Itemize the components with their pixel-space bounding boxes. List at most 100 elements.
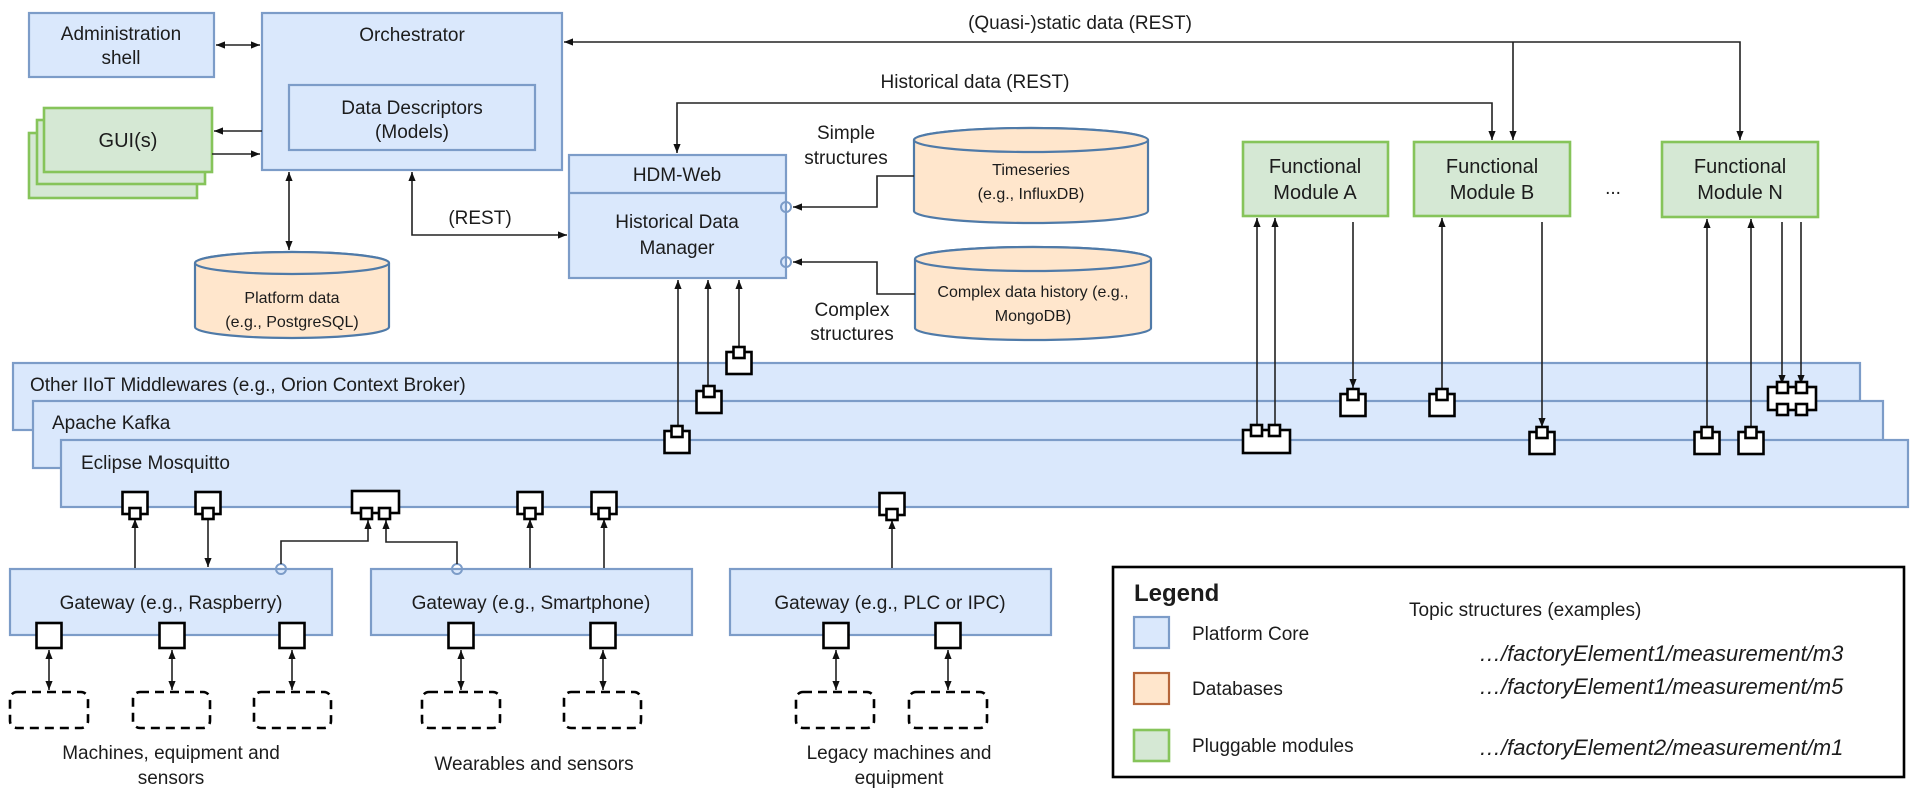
gateway-smartphone-label: Gateway (e.g., Smartphone) (412, 593, 651, 614)
devices-machines-caption-line1: Machines, equipment and (62, 743, 280, 764)
devices-wearables-caption: Wearables and sensors (434, 754, 633, 775)
legend-topic-path-m5: …/factoryElement1/measurement/m5 (1479, 674, 1844, 699)
gui-box-front (42, 106, 214, 174)
hdm-label-line1: Historical Data (615, 212, 739, 233)
hdm-web-label: HDM-Web (633, 165, 721, 186)
simple-structures-label-line2: structures (804, 148, 887, 169)
hdm-interface-simple (780, 201, 792, 213)
platform-db-label-line2: (e.g., PostgreSQL) (225, 314, 358, 331)
gateway-smartphone-box (369, 567, 694, 637)
gateway-port-plc-device-1 (822, 621, 850, 650)
gateway-port-smartphone-device-1 (447, 621, 475, 650)
legend-title: Legend (1134, 580, 1219, 607)
topic-icon-raspberry-publish (121, 490, 149, 521)
connectors (131, 38, 1805, 568)
middleware-kafka-label: Apache Kafka (52, 413, 171, 434)
arrow-historical-data (673, 102, 1496, 153)
complex-data-cylinder (913, 245, 1153, 342)
topic-icon-raspberry-subscribe (194, 490, 222, 521)
topic-icon-module-a-out (1339, 387, 1367, 418)
topic-icon-module-n-in-1 (1693, 425, 1721, 456)
gui-stack (27, 106, 214, 200)
rest-label: (REST) (448, 208, 511, 229)
devices-legacy-caption-line1: Legacy machines and (807, 743, 992, 764)
timeseries-label-line1: Timeseries (992, 162, 1070, 179)
administration-shell-box (27, 11, 216, 79)
hdm-interface-complex (780, 256, 792, 268)
topic-icon-hdm-mosquitto (663, 424, 691, 455)
functional-module-n-line1: Functional (1694, 156, 1786, 178)
quasi-static-label: (Quasi-)static data (REST) (968, 13, 1192, 34)
admin-shell-label-line2: shell (101, 48, 140, 69)
data-descriptors-label-line1: Data Descriptors (341, 98, 483, 119)
platform-data-cylinder (193, 250, 391, 340)
legend-label-databases: Databases (1192, 679, 1283, 700)
functional-module-a-line2: Module A (1273, 182, 1357, 204)
historical-data-label: Historical data (REST) (881, 72, 1070, 93)
functional-module-b-line1: Functional (1446, 156, 1538, 178)
legend-swatch-databases (1132, 671, 1171, 706)
functional-module-b-box (1412, 140, 1572, 218)
complex-structures-label-line2: structures (810, 324, 893, 345)
device-box-plc-device-1 (794, 690, 876, 730)
legend-swatch-platform-core (1132, 615, 1171, 650)
device-box-raspberry-device-2 (131, 690, 212, 730)
admin-shell-label-line1: Administration (61, 24, 181, 45)
topic-icon-smartphone-publish-1 (516, 490, 544, 521)
gateway-port-raspberry-device-1 (35, 621, 63, 650)
modules-ellipsis: ... (1605, 178, 1621, 199)
platform-db-label-line1: Platform data (244, 290, 339, 307)
gateway-port-smartphone-device-2 (589, 621, 617, 650)
topic-icon-hdm-middleware (725, 345, 753, 376)
legend-swatch-pluggable-modules (1132, 728, 1171, 763)
gateway-port-raspberry-device-2 (158, 621, 186, 650)
topic-icon-module-b-in (1428, 387, 1456, 418)
timeseries-label-line2: (e.g., InfluxDB) (978, 186, 1085, 203)
complex-structures-label-line1: Complex (815, 300, 890, 321)
device-box-smartphone-device-2 (562, 690, 643, 730)
simple-structures-label-line1: Simple (817, 123, 875, 144)
orchestrator-title: Orchestrator (359, 25, 465, 46)
legend-topic-path-m3: …/factoryElement1/measurement/m3 (1479, 641, 1844, 666)
functional-module-a-box (1241, 140, 1390, 218)
functional-module-a-line1: Functional (1269, 156, 1361, 178)
functional-module-n-box (1660, 140, 1820, 219)
device-box-smartphone-device-1 (420, 690, 502, 730)
arrow-raspberry-interface-shared-topic (280, 520, 372, 564)
gateway-port-plc-device-2 (934, 621, 962, 650)
arrow-complex-to-hdm (793, 258, 915, 295)
device-box-plc-device-2 (907, 690, 989, 730)
topic-icon-module-n-out-multi (1766, 380, 1818, 417)
legend-label-platform-core: Platform Core (1192, 624, 1309, 645)
arrow-rest-orchestrator-hdm (408, 172, 567, 239)
complex-db-label-line1: Complex data history (e.g., (937, 284, 1128, 301)
middleware-other-iiot-label: Other IIoT Middlewares (e.g., Orion Cont… (30, 375, 466, 396)
gateway-plc-box (728, 567, 1053, 637)
device-box-raspberry-device-1 (8, 690, 90, 730)
arrow-timeseries-to-hdm (793, 175, 914, 211)
legend-label-pluggable-modules: Pluggable modules (1192, 736, 1354, 757)
hdm-label-line2: Manager (640, 238, 716, 259)
topic-icon-hdm-kafka (695, 384, 723, 415)
gateway-raspberry-label: Gateway (e.g., Raspberry) (60, 593, 283, 614)
hdm-box (567, 153, 788, 280)
arrow-quasi-static-data (564, 38, 1744, 140)
legend-topics-title: Topic structures (examples) (1409, 600, 1641, 621)
topic-icon-module-b-out (1528, 425, 1556, 456)
devices-machines-caption-line2: sensors (138, 768, 205, 789)
middleware-mosquitto-label: Eclipse Mosquitto (81, 453, 230, 474)
topic-icon-module-n-in-2 (1737, 425, 1765, 456)
topic-icon-gateways-shared (350, 489, 401, 521)
devices-legacy-caption-line2: equipment (855, 768, 944, 789)
legend-topic-path-m1: …/factoryElement2/measurement/m1 (1479, 735, 1843, 760)
topic-icon-module-a-multi (1241, 423, 1292, 455)
topic-icon-plc-publish (878, 491, 906, 522)
arrow-smartphone-interface-shared-topic (382, 520, 458, 564)
data-descriptors-box (287, 83, 537, 152)
topic-icon-smartphone-publish-2 (590, 490, 618, 521)
functional-module-n-line2: Module N (1697, 182, 1783, 204)
functional-module-b-line2: Module B (1450, 182, 1535, 204)
data-descriptors-label-line2: (Models) (375, 122, 449, 143)
gateway-port-raspberry-device-3 (278, 621, 306, 650)
